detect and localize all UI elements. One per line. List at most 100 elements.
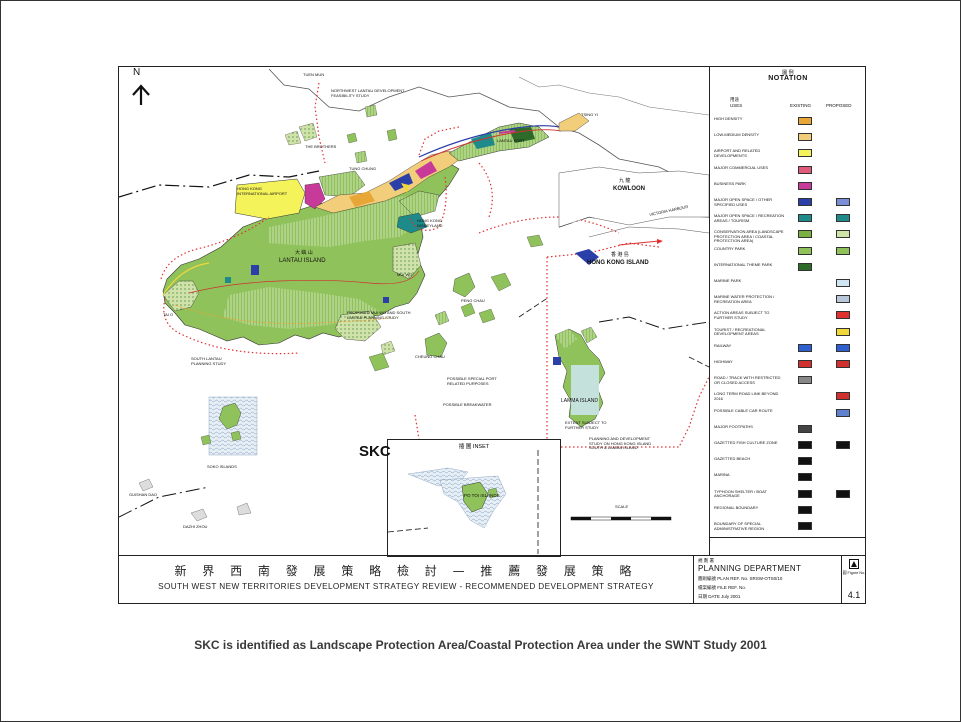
legend-swatch-proposed xyxy=(836,441,850,449)
label-mui-wo-south-lantau: PROPOSED MUI WO AND SOUTH LANTAU PLANNIN… xyxy=(347,310,411,320)
legend-row: LOW-MEDIUM DENSITY xyxy=(714,133,864,143)
legend-row: ACTION AREAS SUBJECT TO FURTHER STUDY xyxy=(714,311,864,321)
legend-swatch-existing xyxy=(798,133,812,142)
dept-zh: 規 劃 署 xyxy=(698,558,715,563)
legend-swatch-proposed xyxy=(836,392,850,401)
notation-title: NOTATION xyxy=(768,75,808,82)
legend-row: MAJOR OPEN SPACE / RECREATION AREAS / TO… xyxy=(714,213,864,224)
legend-label: HIGHWAY xyxy=(714,359,733,364)
notation-col-uses: USES xyxy=(730,103,743,108)
notation-col-proposed: PROPOSED xyxy=(826,103,852,108)
legend-label: AIRPORT AND RELATED DEVELOPMENTS xyxy=(714,148,761,158)
north-lantau-corridor xyxy=(314,112,590,234)
legend-row: RAILWAY xyxy=(714,342,864,354)
airport-platform xyxy=(234,170,366,220)
legend-swatch-existing xyxy=(798,360,812,368)
legend-label: GAZETTED FISH CULTURE ZONE xyxy=(714,440,778,445)
legend-row: HIGH DENSITY xyxy=(714,116,864,127)
legend-label: REGIONAL BOUNDARY xyxy=(714,504,759,510)
label-nw-lantau-study: NORTHWEST LANTAU DEVELOPMENT FEASIBILITY… xyxy=(331,88,405,98)
label-po-toi: PO TOI ISLANDS xyxy=(464,493,500,498)
small-islands xyxy=(284,104,512,372)
legend-label: RAILWAY xyxy=(714,342,732,348)
notation-col-existing: EXISTING xyxy=(790,103,812,108)
legend-swatch-proposed xyxy=(836,327,850,336)
legend-swatch-proposed xyxy=(836,489,850,498)
legend-label: COUNTRY PARK xyxy=(714,245,746,251)
legend-swatch-existing xyxy=(798,441,812,449)
legend-row: BOUNDARY OF SPECIAL ADMINISTRATIVE REGIO… xyxy=(714,521,864,532)
label-soko-islands: SOKO ISLANDS xyxy=(207,464,237,469)
legend-swatch-existing xyxy=(798,181,812,190)
plan-ref: 圖則編號 PLAN REF. No. SRSW-OTS0/10 xyxy=(698,576,783,581)
legend-row: LONG TERM ROAD LINK BEYOND 2016 xyxy=(714,392,864,402)
legend-label: LOW-MEDIUM DENSITY xyxy=(714,132,760,138)
legend-label: GAZETTED BEACH xyxy=(714,456,751,462)
skc-label: SKC xyxy=(359,443,391,460)
study-boundaries xyxy=(160,82,709,448)
label-lamma-study: PLANNING AND DEVELOPMENT STUDY ON HONG K… xyxy=(589,436,652,450)
legend-swatch-existing xyxy=(798,117,812,125)
label-hk-island: HONG KONG ISLAND xyxy=(587,260,649,266)
label-lamma-island: LAMMA ISLAND xyxy=(561,398,598,404)
soko-islands-shape xyxy=(200,396,258,456)
legend-label: MARINE WATER PROTECTION / RECREATION ARE… xyxy=(714,294,775,304)
legend-label: LONG TERM ROAD LINK BEYOND 2016 xyxy=(714,391,779,401)
legend-swatch-proposed xyxy=(836,230,850,239)
label-dazhi-zhou: DAZHI ZHOU xyxy=(183,524,208,529)
legend-label: BUSINESS PARK xyxy=(714,180,746,186)
legend-label: TYPHOON SHELTER / BOAT ANCHORAGE xyxy=(714,488,767,499)
legend-row: HIGHWAY xyxy=(714,359,864,370)
label-kowloon-zh: 九 龍 xyxy=(619,178,631,184)
figure-box: 圖 Figure No. 4.1 xyxy=(841,556,865,603)
label-airport: HONG KONG INTERNATIONAL AIRPORT xyxy=(237,186,288,196)
label-the-brothers: THE BROTHERS xyxy=(305,144,337,149)
plan-date: 日期 DATE July 2001 xyxy=(698,594,741,599)
legend-label: BOUNDARY OF SPECIAL ADMINISTRATIVE REGIO… xyxy=(714,521,765,531)
legend-row: MARINA xyxy=(714,473,864,483)
legend-row: GAZETTED BEACH xyxy=(714,457,864,467)
label-tuen-mun: TUEN MUN xyxy=(303,72,325,77)
legend-label: POSSIBLE CABLE CAR ROUTE xyxy=(714,407,773,413)
legend-label: MAJOR COMMERCIAL USES xyxy=(714,164,769,170)
department-box: 規 劃 署 PLANNING DEPARTMENT 圖則編號 PLAN REF.… xyxy=(693,556,865,603)
inset-canvas xyxy=(388,450,539,554)
legend-row: MARINE WATER PROTECTION / RECREATION ARE… xyxy=(714,294,864,305)
legend-swatch-existing xyxy=(798,489,812,498)
legend-label: MAJOR OPEN SPACE / RECREATION AREAS / TO… xyxy=(714,213,785,223)
label-tsing-yi: TSING YI xyxy=(581,112,599,117)
legend-label: MAJOR OPEN SPACE / OTHER SPECIFIED USES xyxy=(714,197,773,207)
inset-title: 插 圖 INSET xyxy=(458,444,490,450)
label-tung-chung: TUNG CHUNG xyxy=(349,166,377,171)
legend-label: ROAD / TRACK WITH RESTRICTED OR CLOSED A… xyxy=(714,375,781,385)
label-kowloon: KOWLOON xyxy=(613,186,645,192)
legend-label: MARINA xyxy=(714,472,730,478)
legend-swatch-proposed xyxy=(836,214,850,223)
label-lantau-island: LANTAU ISLAND xyxy=(279,258,326,264)
legend-row: CONSERVATION AREA (LANDSCAPE PROTECTION … xyxy=(714,230,864,243)
north-label: N xyxy=(133,67,141,78)
label-mui-wo: MUI WO xyxy=(397,272,413,277)
lamma-island-shape xyxy=(553,326,606,428)
title-block: 新 界 西 南 發 展 策 略 檢 討 — 推 薦 發 展 策 略 SOUTH … xyxy=(119,555,865,603)
legend-label: TOURIST / RECREATIONAL DEVELOPMENT AREAS xyxy=(714,326,766,337)
file-ref: 檔案編號 FILE REF. No. xyxy=(698,585,747,590)
legend-swatch-existing xyxy=(798,262,812,271)
legend-row: POSSIBLE CABLE CAR ROUTE xyxy=(714,407,864,419)
label-lantau-zh: 大 嶼 山 xyxy=(295,250,313,256)
legend-swatch-existing xyxy=(798,149,812,158)
slide-caption: SKC is identified as Landscape Protectio… xyxy=(194,638,767,652)
legend-swatch-proposed xyxy=(836,198,850,206)
notation-col-uses-zh: 用途 xyxy=(730,97,739,102)
legend-row: AIRPORT AND RELATED DEVELOPMENTS xyxy=(714,149,864,159)
legend-row: TYPHOON SHELTER / BOAT ANCHORAGE xyxy=(714,488,864,500)
legend-swatch-existing xyxy=(798,457,812,466)
label-hk-island-zh: 香 港 島 xyxy=(611,252,629,258)
legend-row: MAJOR OPEN SPACE / OTHER SPECIFIED USES xyxy=(714,197,864,208)
inset-map[interactable]: 插 圖 INSET PO TOI ISLANDS xyxy=(387,439,561,557)
map-area[interactable]: N TUEN MUN TSING YI 九 龍 KOWLOON VICTORIA… xyxy=(119,67,709,557)
notation-title-zh: 圖 例 xyxy=(782,70,794,76)
compass-icon xyxy=(849,559,859,569)
legend-swatch-existing xyxy=(798,165,812,174)
legend-swatch-existing xyxy=(798,376,812,385)
